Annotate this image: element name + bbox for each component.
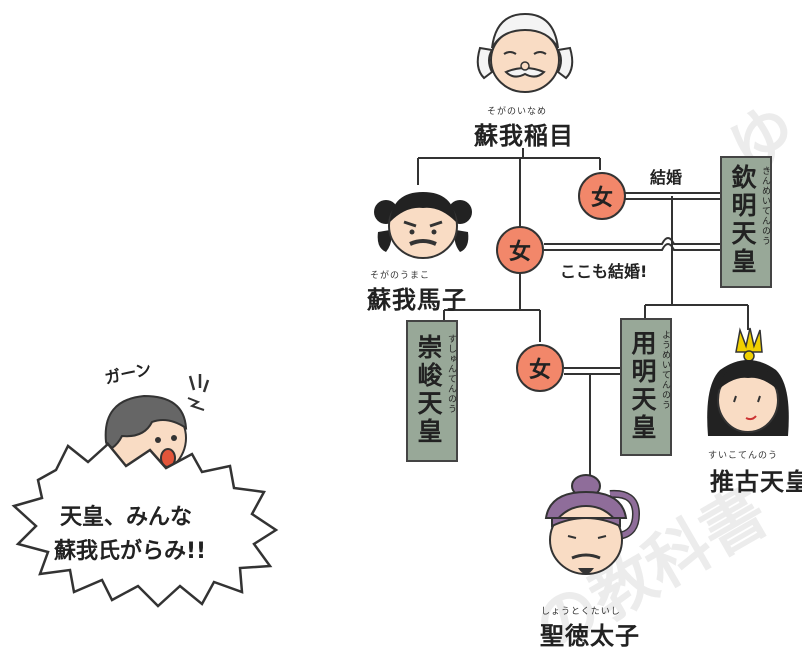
yomei-box: 用明天皇 ようめいてんのう (620, 318, 672, 456)
iname-name: 蘇我稲目 (474, 122, 574, 150)
yomei-ruby: ようめいてんのう (660, 330, 670, 410)
also-marriage-label: ここも結婚! (560, 262, 648, 281)
iname-ruby: そがのいなめ (487, 107, 548, 117)
iname-portrait (476, 12, 574, 93)
suiko-name: 推古天皇 (710, 468, 802, 496)
kinmei-ruby: きんめいてんのう (760, 166, 770, 246)
umako-name: 蘇我馬子 (367, 286, 467, 314)
woman-circle-1: 女 (578, 172, 626, 220)
suiko-ruby: すいこてんのう (708, 451, 779, 461)
kinmei-box: 欽明天皇 きんめいてんのう (720, 156, 772, 288)
family-tree-lines (417, 148, 749, 478)
shotoku-name: 聖徳太子 (540, 622, 640, 650)
suiko-portrait (707, 327, 789, 436)
speech-line-1: 天皇、みんな (60, 505, 193, 530)
marriage-label: 結婚 (650, 168, 683, 187)
umako-ruby: そがのうまこ (370, 271, 431, 281)
shotoku-ruby: しょうとくたいし (541, 607, 621, 617)
shocked-boy-portrait (104, 394, 188, 477)
shotoku-portrait (544, 474, 641, 575)
yomei-name: 用明天皇 (628, 330, 657, 442)
umako-portrait (374, 192, 472, 259)
woman-circle-3: 女 (516, 344, 564, 392)
kinmei-name: 欽明天皇 (728, 164, 757, 276)
woman-circle-2: 女 (496, 226, 544, 274)
sushun-ruby: すしゅんてんのう (446, 334, 456, 414)
shock-marks-icon (187, 374, 210, 411)
sushun-box: 崇峻天皇 すしゅんてんのう (406, 320, 458, 462)
sushun-name: 崇峻天皇 (414, 334, 443, 446)
speech-bubble (11, 442, 279, 608)
speech-line-2: 蘇我氏がらみ!! (54, 539, 207, 564)
